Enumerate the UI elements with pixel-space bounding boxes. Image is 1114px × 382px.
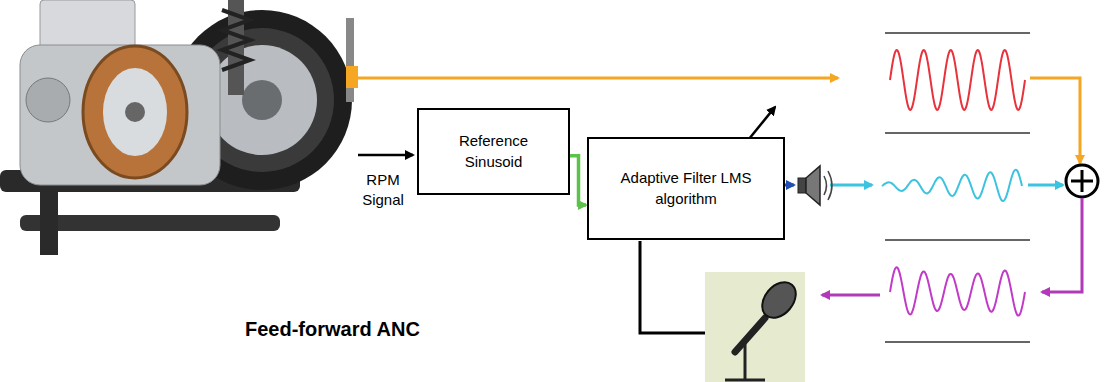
process-box: Adaptive Filter LMS algorithm — [587, 137, 785, 240]
anti-noise-arrow — [1028, 184, 1063, 187]
signal-label: RPM Signal — [352, 170, 414, 211]
speaker-icon — [798, 166, 832, 205]
noise-path — [358, 77, 838, 80]
error-path — [822, 294, 880, 297]
sine-wave — [890, 267, 1025, 315]
anti-noise-arrow — [830, 184, 872, 187]
microphone-icon — [705, 272, 805, 382]
noise-path — [1030, 78, 1080, 163]
error-path — [1042, 198, 1082, 292]
box-text: Adaptive Filter LMS algorithm — [599, 168, 773, 209]
signal-label-text: RPM Signal — [362, 171, 404, 208]
feedback-line — [640, 241, 705, 333]
sine-wave — [890, 50, 1025, 110]
waveforms — [882, 50, 1025, 315]
sine-wave — [882, 170, 1022, 201]
motor-illustration — [0, 0, 358, 255]
rpm-arrow — [358, 154, 413, 157]
signal-connector — [570, 156, 586, 205]
summing-junction — [1066, 165, 1098, 197]
caption: Feed-forward ANC — [245, 318, 420, 341]
process-box: Reference Sinusoid — [417, 108, 570, 195]
caption-text: Feed-forward ANC — [245, 318, 420, 340]
box-text: Reference Sinusoid — [429, 131, 558, 172]
